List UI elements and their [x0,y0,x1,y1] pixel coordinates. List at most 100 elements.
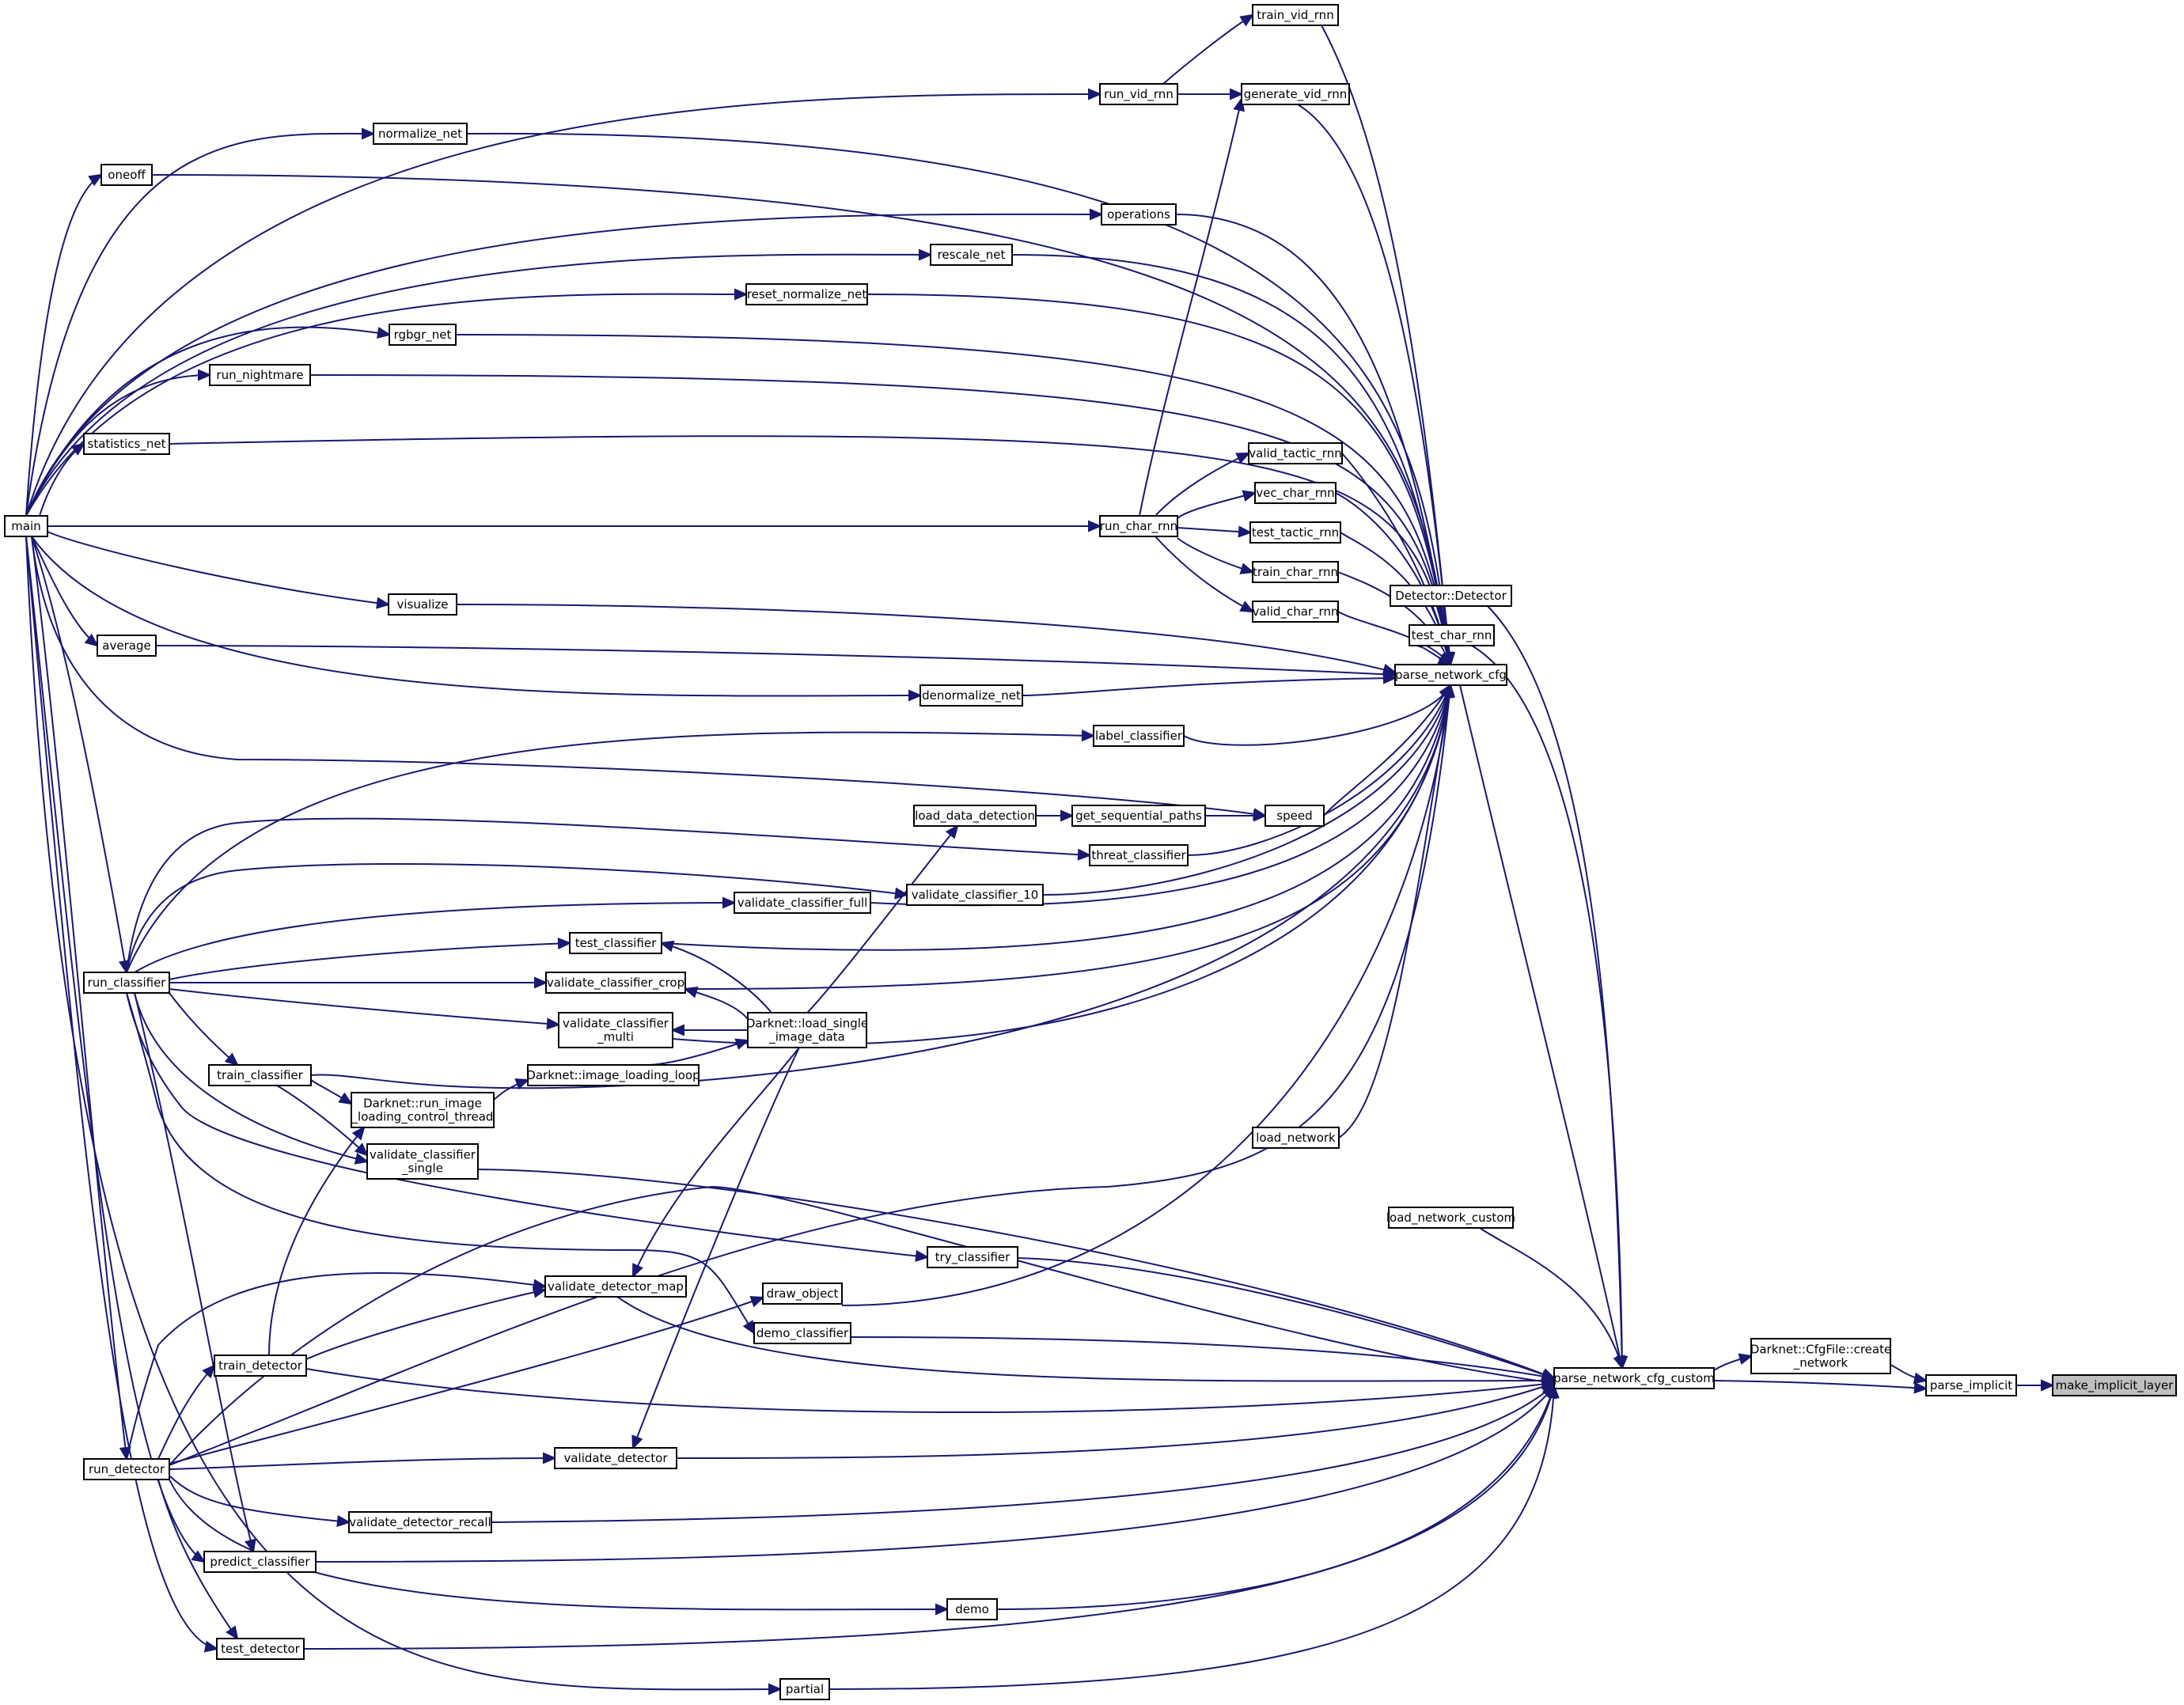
node-box[interactable] [1101,203,1177,225]
node-box[interactable] [558,1012,673,1048]
node-run_image_loading_control_thread[interactable]: Darknet::run_image_loading_control_threa… [351,1092,495,1128]
node-parse_implicit[interactable]: parse_implicit [1925,1374,2017,1396]
node-box[interactable] [83,433,170,455]
node-visualize[interactable]: visualize [388,593,457,616]
node-box[interactable] [1093,725,1185,747]
node-box[interactable] [4,515,48,537]
node-load_data_detection[interactable]: load_data_detection [913,805,1037,827]
node-generate_vid_rnn[interactable]: generate_vid_rnn [1241,83,1350,105]
node-load_single_image_data[interactable]: Darknet::load_single_image_data [746,1012,868,1048]
node-box[interactable] [1071,805,1206,827]
node-box[interactable] [214,1355,307,1377]
node-box[interactable] [1252,561,1339,583]
node-parse_network_cfg_custom[interactable]: parse_network_cfg_custom [1553,1367,1715,1389]
node-make_implicit_layer[interactable]: make_implicit_layer [2052,1374,2177,1396]
node-box[interactable] [1249,521,1341,544]
node-threat_classifier[interactable]: threat_classifier [1089,844,1189,866]
node-box[interactable] [1390,585,1512,607]
node-box[interactable] [209,364,311,386]
node-box[interactable] [1409,624,1495,646]
node-box[interactable] [734,892,871,914]
node-box[interactable] [779,1678,830,1700]
node-box[interactable] [1553,1367,1715,1389]
node-oneoff[interactable]: oneoff [100,164,153,186]
node-box[interactable] [1925,1374,2017,1396]
node-validate_classifier_single[interactable]: validate_classifier_single [366,1143,479,1180]
node-load_network[interactable]: load_network [1252,1127,1340,1149]
node-detector_detector[interactable]: Detector::Detector [1390,585,1512,607]
node-run_nightmare[interactable]: run_nightmare [209,364,311,386]
node-box[interactable] [2052,1374,2177,1396]
node-box[interactable] [1248,442,1343,464]
node-box[interactable] [930,244,1013,266]
node-main[interactable]: main [4,515,48,537]
node-box[interactable] [569,932,662,954]
node-box[interactable] [83,972,170,994]
node-box[interactable] [1099,515,1178,537]
node-validate_classifier_full[interactable]: validate_classifier_full [734,892,871,914]
node-box[interactable] [1252,601,1339,623]
node-box[interactable] [203,1551,317,1573]
node-image_loading_loop[interactable]: Darknet::image_loading_loop [526,1064,700,1086]
node-box[interactable] [1750,1338,1891,1374]
node-box[interactable] [747,1012,867,1048]
node-box[interactable] [1252,1127,1340,1149]
node-validate_detector_recall[interactable]: validate_detector_recall [348,1511,492,1533]
node-operations[interactable]: operations [1101,203,1177,225]
node-draw_object[interactable]: draw_object [762,1283,843,1305]
node-box[interactable] [906,884,1044,906]
node-partial[interactable]: partial [779,1678,830,1700]
node-run_classifier[interactable]: run_classifier [83,972,170,994]
node-box[interactable] [389,324,457,346]
node-box[interactable] [97,635,157,657]
node-valid_tactic_rnn[interactable]: valid_tactic_rnn [1248,442,1343,464]
node-box[interactable] [913,805,1037,827]
node-box[interactable] [545,972,686,994]
node-box[interactable] [554,1447,677,1469]
node-validate_classifier_multi[interactable]: validate_classifier_multi [558,1012,673,1048]
node-box[interactable] [1394,664,1507,686]
node-box[interactable] [348,1511,492,1533]
node-rgbgr_net[interactable]: rgbgr_net [389,324,457,346]
node-run_detector[interactable]: run_detector [83,1458,170,1480]
node-validate_detector_map[interactable]: validate_detector_map [544,1275,687,1298]
node-box[interactable] [1254,482,1337,504]
node-box[interactable] [1252,4,1339,26]
node-run_vid_rnn[interactable]: run_vid_rnn [1099,83,1178,105]
node-box[interactable] [544,1275,687,1298]
node-predict_classifier[interactable]: predict_classifier [203,1551,317,1573]
node-valid_char_rnn[interactable]: valid_char_rnn [1252,601,1339,623]
node-box[interactable] [1388,1207,1514,1229]
node-create_network[interactable]: Darknet::CfgFile::create_network [1750,1338,1891,1374]
node-box[interactable] [753,1322,851,1344]
node-train_detector[interactable]: train_detector [214,1355,307,1377]
node-box[interactable] [208,1064,312,1086]
node-box[interactable] [745,283,868,305]
node-box[interactable] [762,1283,843,1305]
node-demo_classifier[interactable]: demo_classifier [753,1322,851,1344]
node-box[interactable] [83,1458,170,1480]
node-get_sequential_paths[interactable]: get_sequential_paths [1071,805,1206,827]
node-box[interactable] [1241,83,1350,105]
node-box[interactable] [373,123,468,145]
node-run_char_rnn[interactable]: run_char_rnn [1099,515,1178,537]
node-try_classifier[interactable]: try_classifier [927,1246,1018,1268]
node-box[interactable] [388,593,457,616]
node-box[interactable] [527,1064,700,1086]
node-box[interactable] [1089,844,1189,866]
node-denormalize_net[interactable]: denormalize_net [919,684,1023,707]
node-box[interactable] [100,164,153,186]
node-normalize_net[interactable]: normalize_net [373,123,468,145]
node-rescale_net[interactable]: rescale_net [930,244,1013,266]
node-box[interactable] [946,1598,998,1620]
node-box[interactable] [927,1246,1018,1268]
node-test_classifier[interactable]: test_classifier [569,932,662,954]
node-demo[interactable]: demo [946,1598,998,1620]
node-box[interactable] [351,1092,495,1128]
node-train_vid_rnn[interactable]: train_vid_rnn [1252,4,1339,26]
node-reset_normalize_net[interactable]: reset_normalize_net [745,283,868,305]
node-train_char_rnn[interactable]: train_char_rnn [1252,561,1339,583]
node-statistics_net[interactable]: statistics_net [83,433,170,455]
node-parse_network_cfg[interactable]: parse_network_cfg [1394,664,1507,686]
node-box[interactable] [919,684,1023,707]
